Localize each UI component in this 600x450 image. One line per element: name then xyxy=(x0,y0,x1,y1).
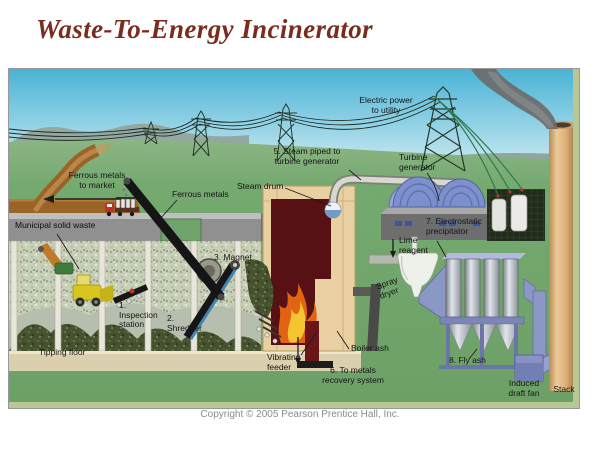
label-municipal-solid-waste: Municipal solid waste xyxy=(15,220,96,230)
label-stack: Stack xyxy=(553,384,575,394)
label-lime-reagent: Lime reagent xyxy=(399,235,428,255)
waste-feed-chute xyxy=(244,259,274,318)
turbine-generator xyxy=(381,176,503,240)
label-boiler-ash: Boiler ash xyxy=(351,343,389,353)
label-fly-ash: 8. Fly ash xyxy=(449,355,486,365)
vibrating-grate xyxy=(254,310,282,344)
inspection-conveyor xyxy=(112,284,149,308)
transmission-tower-large xyxy=(420,86,466,172)
drop-wires xyxy=(433,95,523,196)
label-steam-drum: Steam drum xyxy=(237,181,284,191)
label-tipping-floor: Tipping floor xyxy=(39,347,86,357)
ferrous-conveyor xyxy=(122,177,225,301)
flue-duct xyxy=(353,284,381,351)
waste-pile-light xyxy=(9,241,261,321)
diagram-artwork xyxy=(9,69,579,408)
electrostatic-precipitator xyxy=(418,253,536,369)
tipping-floor-face xyxy=(9,351,361,371)
ash-hopper xyxy=(447,323,473,352)
tipping-floor-edge xyxy=(9,351,361,354)
smokestack xyxy=(549,121,575,391)
label-ferrous-metals: Ferrous metals xyxy=(172,189,229,199)
transmission-tower-boiler xyxy=(275,103,297,162)
transformers xyxy=(487,188,545,241)
label-electric-power: Electric power to utility xyxy=(359,95,413,115)
transmission-tower-small xyxy=(143,120,159,145)
label-turbine-generator: Turbine generator xyxy=(399,152,436,172)
label-ferrous-to-market: Ferrous metals to market xyxy=(68,170,126,190)
label-inspection-station: 1. Inspection station xyxy=(119,300,158,330)
transmission-tower-mid xyxy=(191,110,211,157)
smoke-plume xyxy=(471,69,558,129)
front-loader xyxy=(72,274,114,307)
annotation-arrows xyxy=(43,195,396,365)
spray-dryer-vessel xyxy=(368,236,439,298)
crane-excavator xyxy=(38,243,74,275)
ash-chute xyxy=(305,321,319,367)
leader-lines xyxy=(56,169,478,360)
label-metals-recovery: 6. To metals recovery system xyxy=(322,365,384,385)
label-vibrating-feeder: Vibrating feeder xyxy=(267,352,301,372)
label-magnet: 3. Magnet xyxy=(214,252,252,262)
platform-vents xyxy=(395,221,480,226)
label-induced-draft-fan: Induced draft fan xyxy=(508,378,540,398)
label-steam-piped: 5. Steam piped to turbine generator xyxy=(273,146,341,166)
diagram-frame xyxy=(9,69,579,408)
magnet-conveyor xyxy=(183,260,240,340)
incinerator-diagram: Electric power to utility Ferrous metals… xyxy=(8,68,580,409)
slide-title: Waste-To-Energy Incinerator xyxy=(36,14,374,44)
waste-pile-dark xyxy=(9,323,261,351)
label-shredder: 2. Shredder xyxy=(167,313,202,333)
tipping-hall xyxy=(9,213,361,371)
metals-truck xyxy=(105,197,139,217)
copyright-notice: Copyright © 2005 Pearson Prentice Hall, … xyxy=(200,409,400,420)
steam-drum-ball xyxy=(324,201,342,219)
ash-conveyor xyxy=(297,361,333,368)
label-electrostatic-precipitator: 7. Electrostatic precipitator xyxy=(426,216,482,236)
